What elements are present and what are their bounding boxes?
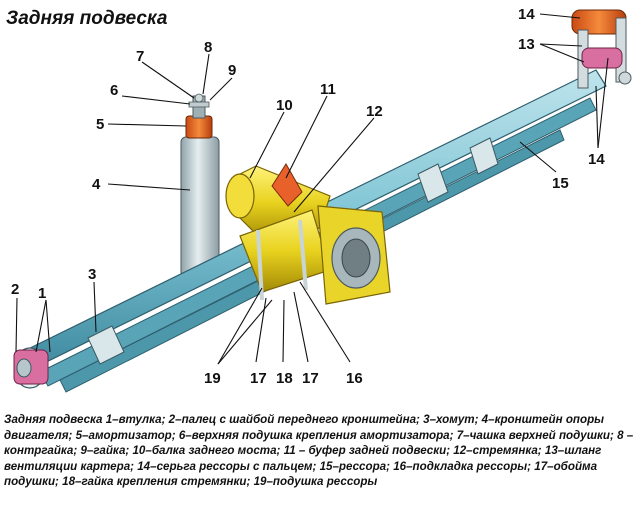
callout-14-top: 14	[518, 6, 535, 23]
callout-1: 1	[38, 285, 46, 302]
callout-17-left: 17	[250, 370, 267, 387]
callout-7: 7	[136, 48, 144, 65]
diagram-title: Задняя подвеска	[6, 8, 168, 29]
front-spring-eye	[13, 347, 49, 389]
suspension-illustration: 1 2 3 4 5 6 7 8 9 10 11 12 13 14 14 15 1…	[11, 6, 632, 393]
bump-stop-buffer	[271, 163, 303, 207]
callout-14-bottom: 14	[588, 151, 605, 168]
callout-18: 18	[276, 370, 293, 387]
callout-4: 4	[92, 176, 101, 193]
shock-absorber	[180, 93, 220, 278]
callout-10: 10	[276, 97, 293, 114]
callout-6: 6	[110, 82, 118, 99]
callout-9: 9	[228, 62, 236, 79]
callout-11: 11	[320, 81, 336, 98]
callout-16: 16	[346, 370, 363, 387]
callout-5: 5	[96, 116, 104, 133]
figure-caption: Задняя подвеска 1–втулка; 2–палец с шайб…	[4, 413, 634, 489]
leader-lines	[15, 13, 609, 365]
callout-numbers: 1 2 3 4 5 6 7 8 9 10 11 12 13 14 14 15 1…	[11, 6, 605, 387]
callout-19: 19	[204, 370, 221, 387]
callout-2: 2	[11, 281, 19, 298]
callout-13: 13	[518, 36, 535, 53]
callout-3: 3	[88, 266, 96, 283]
callout-17-right: 17	[302, 370, 319, 387]
callout-8: 8	[204, 39, 212, 56]
callout-12: 12	[366, 103, 383, 120]
rear-shackle	[571, 9, 632, 89]
callout-15: 15	[552, 175, 569, 192]
rear-axle-beam	[225, 165, 391, 305]
